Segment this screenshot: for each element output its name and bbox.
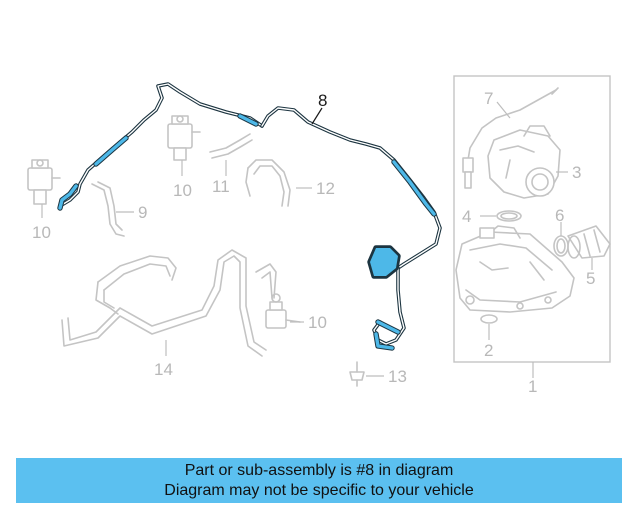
- callout-10-middle: 10: [173, 181, 192, 200]
- callout-12: 12: [316, 179, 335, 198]
- part-9-hose: [91, 181, 134, 237]
- callout-8: 8: [318, 91, 327, 110]
- part-11-hose: [209, 133, 253, 176]
- part-4-oring: [480, 210, 522, 222]
- callout-9: 9: [138, 203, 147, 222]
- part-5-boot: [567, 225, 611, 270]
- info-banner: Part or sub-assembly is #8 in diagram Di…: [16, 458, 622, 503]
- part-10-solenoid-lower: [265, 293, 304, 329]
- callout-5: 5: [586, 269, 595, 288]
- part-2-gasket: [480, 314, 498, 340]
- part-3-valve: [487, 125, 568, 199]
- part-10-solenoid-left: [27, 159, 61, 218]
- part-7-sensor: [462, 87, 559, 189]
- callout-10-left: 10: [32, 223, 51, 242]
- callout-11: 11: [212, 177, 230, 196]
- part-12-hose: [245, 159, 312, 207]
- part-8-vacuum-line: [57, 82, 442, 351]
- callout-4: 4: [462, 207, 471, 226]
- callout-2: 2: [484, 341, 493, 360]
- callout-7: 7: [484, 89, 493, 108]
- part-6-seal: [553, 222, 569, 257]
- part-13-clip: [349, 361, 384, 387]
- callout-10-lower: 10: [308, 313, 327, 332]
- banner-line-part: Part or sub-assembly is #8 in diagram: [184, 461, 454, 479]
- callout-1: 1: [528, 377, 537, 396]
- callout-3: 3: [572, 163, 581, 182]
- part-10-solenoid-middle: [167, 115, 201, 176]
- part-1-housing: [455, 225, 575, 313]
- banner-line-disclaimer: Diagram may not be specific to your vehi…: [164, 481, 474, 499]
- part-1-group-frame: [453, 75, 611, 378]
- callout-13: 13: [388, 367, 407, 386]
- callout-14: 14: [154, 360, 173, 379]
- part-14-hose-assembly: [61, 249, 277, 357]
- callout-6: 6: [555, 206, 564, 225]
